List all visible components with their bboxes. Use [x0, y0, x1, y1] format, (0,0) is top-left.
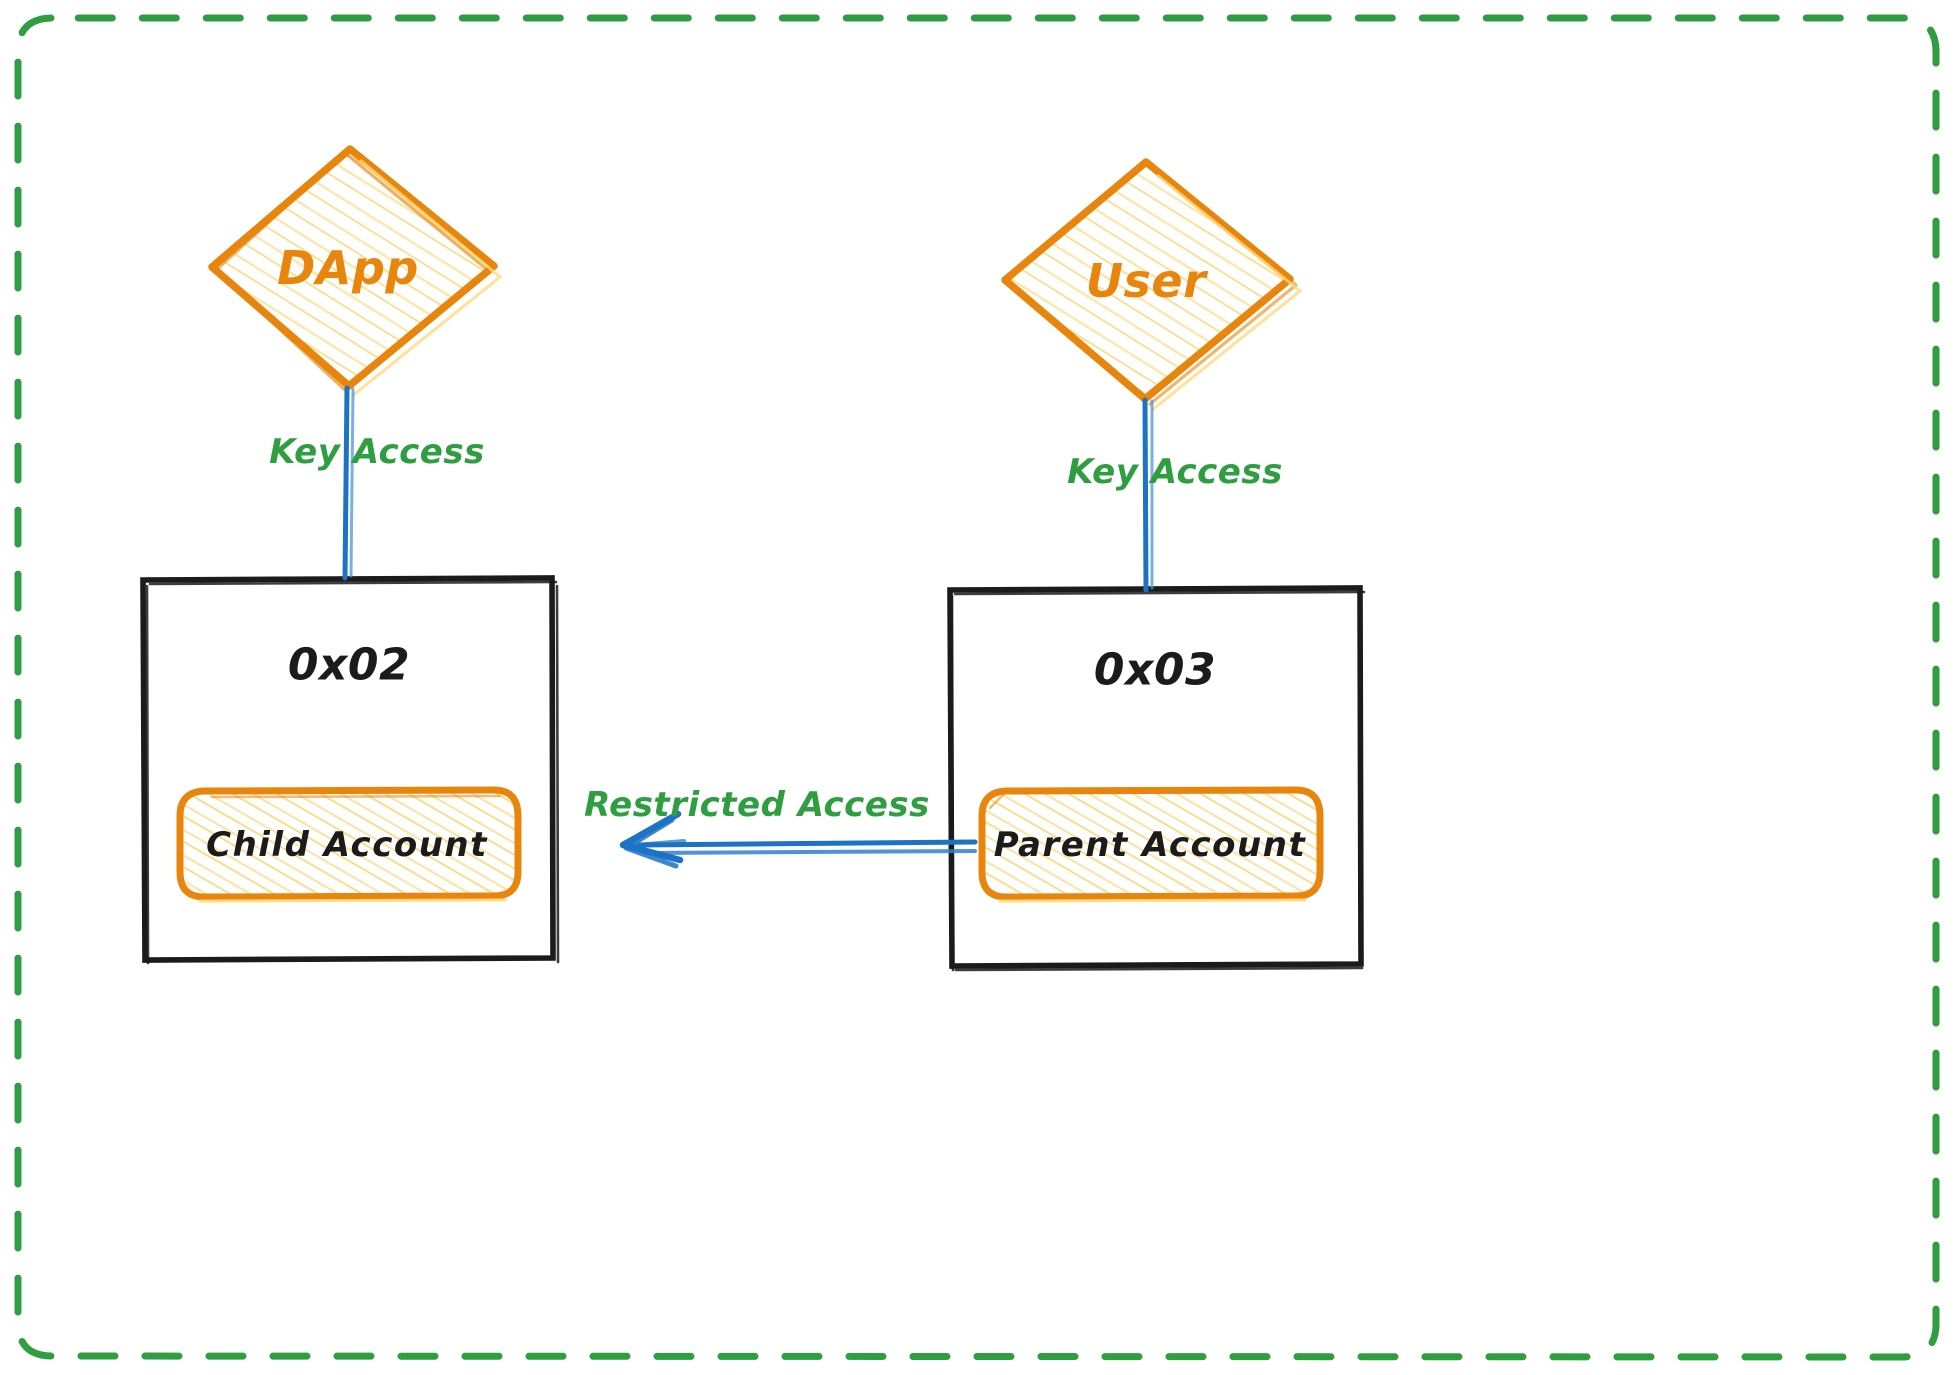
user-node-shape[interactable] — [1001, 158, 1303, 412]
outer-dashed-frame — [14, 14, 1940, 1361]
box-0x02-shape[interactable] — [140, 575, 560, 965]
edge-parent-to-child — [619, 810, 978, 869]
edge-dapp-to-child — [342, 385, 355, 581]
dapp-node-shape[interactable] — [208, 145, 503, 398]
edge-user-to-parent — [1142, 397, 1154, 593]
parent-account-shape[interactable] — [978, 786, 1324, 903]
box-0x03-shape[interactable] — [947, 585, 1366, 972]
child-account-shape[interactable] — [176, 786, 522, 903]
